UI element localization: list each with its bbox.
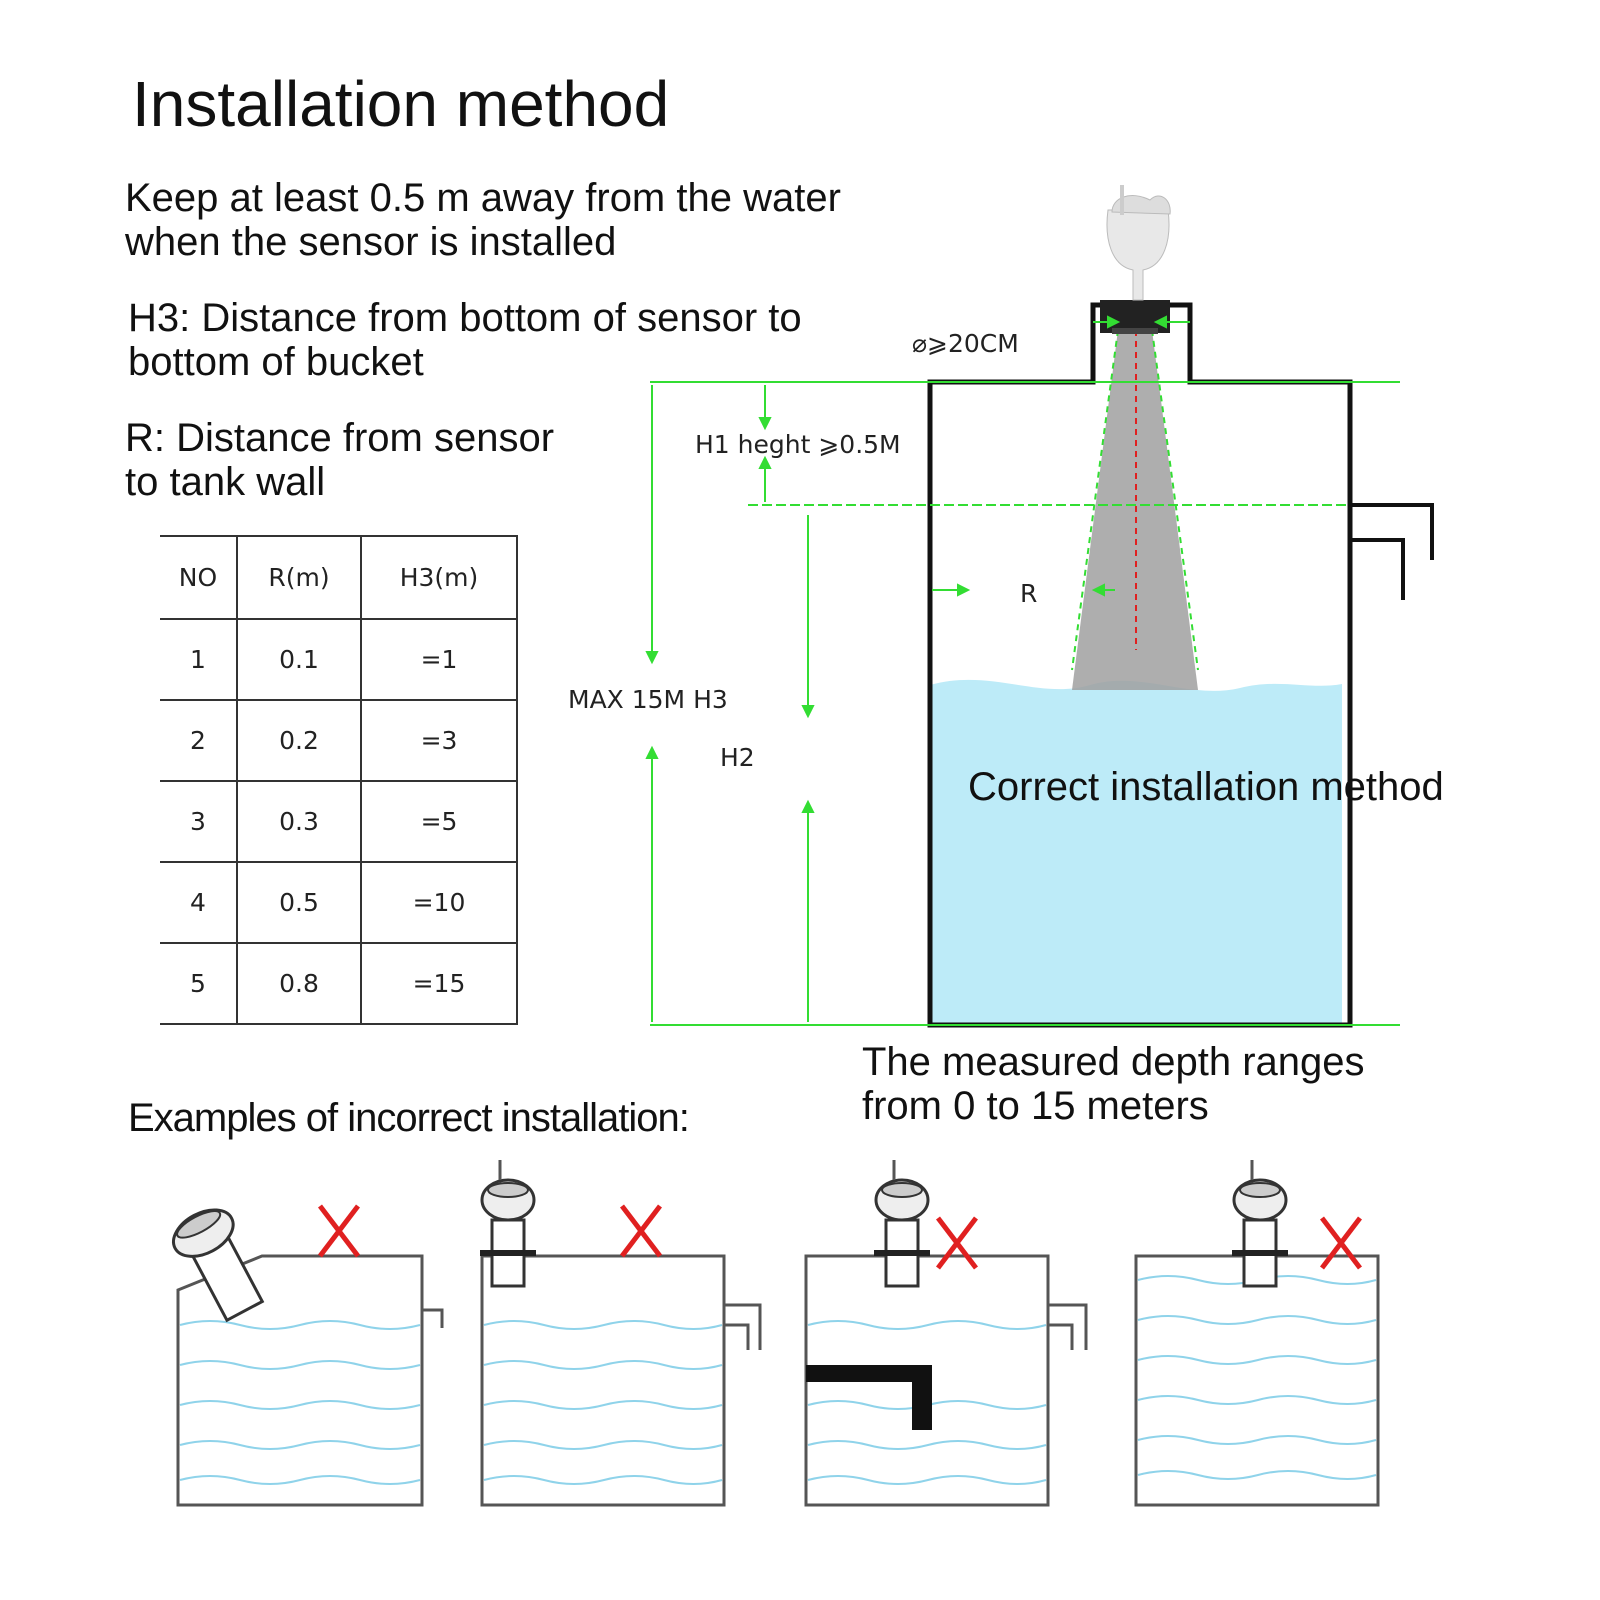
h3-definition-line-1: H3: Distance from bottom of sensor to bbox=[128, 296, 802, 340]
depth-note-line-1: The measured depth ranges bbox=[862, 1040, 1365, 1084]
table-cell-h3: =10 bbox=[360, 861, 518, 944]
r-definition-line-1: R: Distance from sensor bbox=[125, 416, 555, 460]
table-row: 4 0.5 =10 bbox=[160, 861, 518, 944]
wrong-mark-icon bbox=[1320, 1216, 1362, 1270]
r-label: R bbox=[1020, 579, 1038, 608]
table-row: 1 0.1 =1 bbox=[160, 618, 518, 701]
table-cell-no: 4 bbox=[160, 861, 238, 944]
h1-arrows bbox=[758, 385, 772, 502]
table-cell-h3: =3 bbox=[360, 699, 518, 782]
spec-table: NO R(m) H3(m) 1 0.1 =1 2 0.2 =3 3 0.3 =5… bbox=[160, 535, 518, 1025]
table-cell-r: 0.1 bbox=[236, 618, 362, 701]
table-header-r: R(m) bbox=[236, 535, 362, 620]
r-arrows bbox=[932, 583, 1115, 597]
table-cell-no: 2 bbox=[160, 699, 238, 782]
ultrasonic-sensor-icon bbox=[172, 1208, 265, 1323]
table-cell-h3: =15 bbox=[360, 942, 518, 1025]
incorrect-example-1 bbox=[172, 1204, 444, 1507]
page-title: Installation method bbox=[132, 68, 670, 140]
table-cell-no: 1 bbox=[160, 618, 238, 701]
table-cell-no: 3 bbox=[160, 780, 238, 863]
ultrasonic-sensor-icon bbox=[874, 1160, 930, 1288]
tank-water bbox=[930, 679, 1342, 1025]
table-cell-no: 5 bbox=[160, 942, 238, 1025]
wrong-mark-icon bbox=[318, 1204, 360, 1258]
table-cell-r: 0.2 bbox=[236, 699, 362, 782]
r-definition-line-2: to tank wall bbox=[125, 460, 326, 504]
wrong-mark-icon bbox=[620, 1204, 662, 1258]
ultrasonic-sensor-icon bbox=[480, 1160, 536, 1288]
table-cell-h3: =1 bbox=[360, 618, 518, 701]
wrong-mark-icon bbox=[936, 1216, 978, 1270]
guide-lines bbox=[650, 381, 1400, 1026]
intro-line-2: when the sensor is installed bbox=[125, 220, 617, 264]
outlet-pipe bbox=[1350, 503, 1434, 600]
intro-line-1: Keep at least 0.5 m away from the water bbox=[125, 176, 841, 220]
h3-arrows bbox=[645, 385, 659, 1022]
table-cell-r: 0.8 bbox=[236, 942, 362, 1025]
incorrect-examples-title: Examples of incorrect installation: bbox=[128, 1096, 690, 1140]
incorrect-example-4 bbox=[1134, 1160, 1380, 1507]
depth-note-line-2: from 0 to 15 meters bbox=[862, 1084, 1209, 1128]
incorrect-example-3 bbox=[804, 1160, 1088, 1507]
ultrasonic-sensor-icon bbox=[1100, 185, 1171, 334]
h1-label: H1 heght ⩾0.5M bbox=[695, 430, 901, 459]
obstruction-bracket bbox=[806, 1365, 932, 1430]
table-cell-h3: =5 bbox=[360, 780, 518, 863]
beam-edge-left bbox=[1071, 329, 1119, 671]
table-row: 2 0.2 =3 bbox=[160, 699, 518, 782]
diameter-label: ⌀⩾20CM bbox=[912, 329, 1019, 358]
correct-installation-label: Correct installation method bbox=[968, 765, 1444, 809]
table-cell-r: 0.5 bbox=[236, 861, 362, 944]
incorrect-example-2 bbox=[480, 1160, 762, 1507]
h3-definition-line-2: bottom of bucket bbox=[128, 340, 424, 384]
h2-label: H2 bbox=[720, 743, 755, 772]
max-h3-label: MAX 15M H3 bbox=[568, 685, 728, 714]
beam-edge-right bbox=[1151, 329, 1199, 671]
diameter-arrows bbox=[1093, 315, 1190, 329]
table-row: 3 0.3 =5 bbox=[160, 780, 518, 863]
ultrasonic-sensor-icon bbox=[1232, 1160, 1288, 1288]
table-header-h3: H3(m) bbox=[360, 535, 518, 620]
h2-arrows bbox=[801, 515, 815, 1022]
table-header-no: NO bbox=[160, 535, 238, 620]
table-header-row: NO R(m) H3(m) bbox=[160, 535, 518, 620]
table-row: 5 0.8 =15 bbox=[160, 942, 518, 1025]
table-cell-r: 0.3 bbox=[236, 780, 362, 863]
